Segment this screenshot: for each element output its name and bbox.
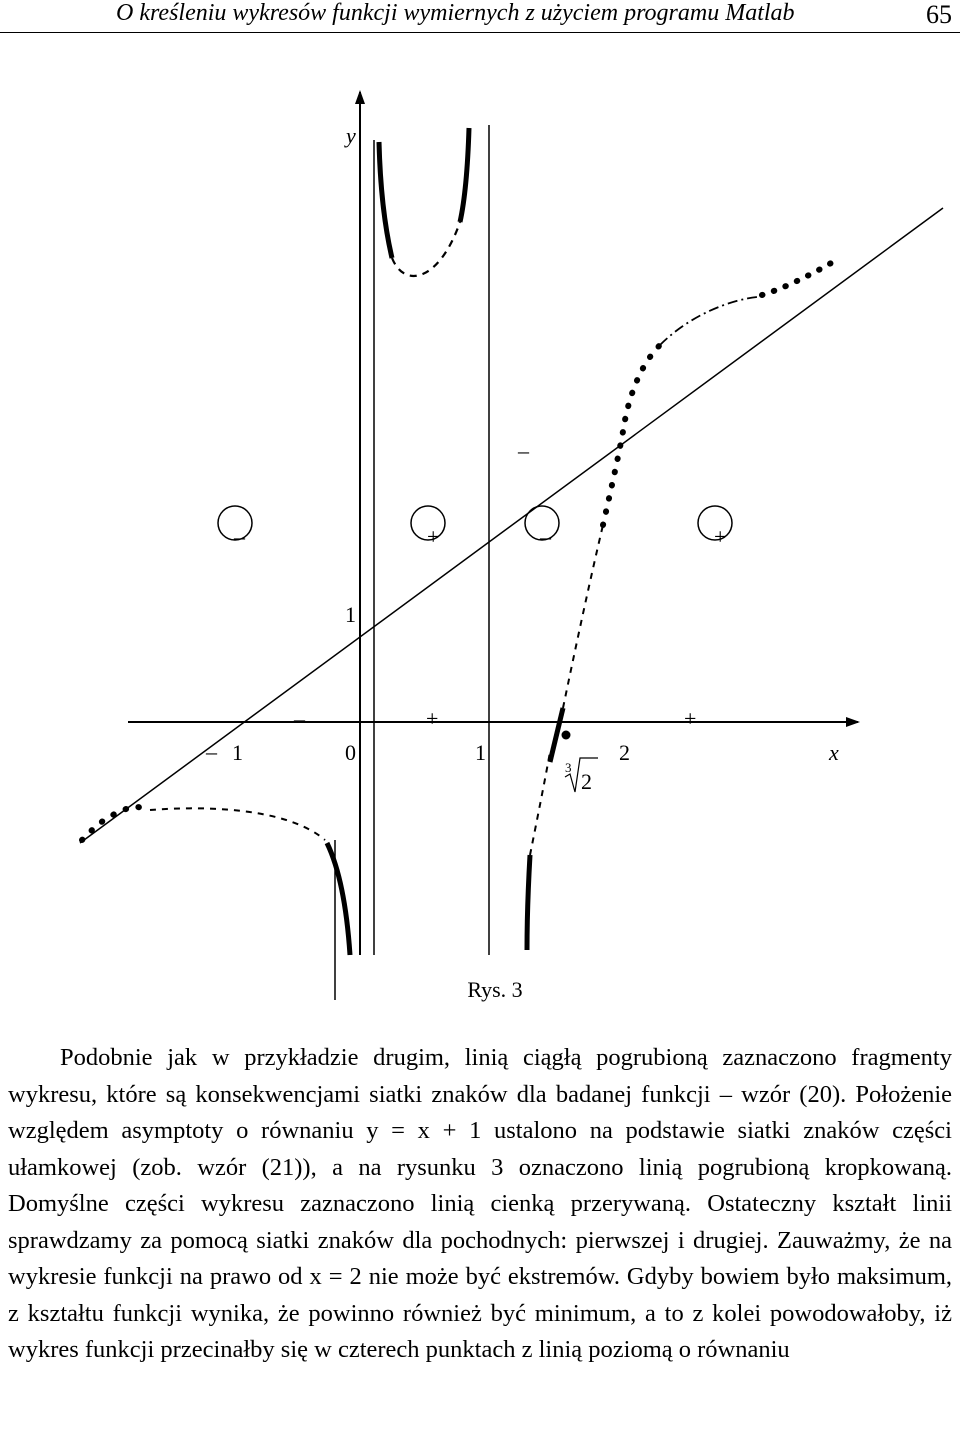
branch-left-bold xyxy=(324,841,353,956)
root-point xyxy=(561,730,571,740)
paragraph: Podobnie jak w przykładzie drugim, linią… xyxy=(8,1044,952,1363)
running-title: O kreśleniu wykresów funkcji wymiernych … xyxy=(116,0,795,26)
branch-right-bold-root xyxy=(547,707,566,763)
sign-row2-2: + xyxy=(426,706,438,731)
branch-top-dashed xyxy=(390,221,462,277)
sign-row1-4: + xyxy=(714,524,726,549)
cuberoot-index: 3 xyxy=(565,760,572,775)
body-text: Podobnie jak w przykładzie drugim, linią… xyxy=(8,1040,952,1369)
tick-x-0: 0 xyxy=(345,740,356,765)
tick-x-2: 2 xyxy=(619,740,630,765)
sign-row1-1: – xyxy=(233,524,246,549)
branch-right-dotted-mid xyxy=(600,342,663,528)
page-header: O kreśleniu wykresów funkcji wymiernych … xyxy=(0,0,960,33)
sign-row1-3: – xyxy=(539,524,552,549)
branch-left-dashed xyxy=(149,807,326,841)
branch-left-dotted xyxy=(79,802,153,843)
sign-circle-3 xyxy=(524,505,560,541)
branch-top-left-bold xyxy=(376,141,395,259)
sign-row1-2: + xyxy=(427,524,439,549)
function-graph: – – + – + – + + y x 1 – 1 0 1 2 3 2 xyxy=(79,90,944,1000)
branch-right-dashdot xyxy=(659,296,758,346)
sign-row2-1: – xyxy=(293,706,306,731)
sign-top: – xyxy=(517,438,530,463)
sign-circle-1 xyxy=(217,505,253,541)
branch-right-dashed-mid xyxy=(562,524,604,709)
oblique-asymptote xyxy=(79,207,944,844)
page-number: 65 xyxy=(926,0,952,29)
tick-y-1: 1 xyxy=(345,602,356,627)
sign-circle-4 xyxy=(697,505,733,541)
tick-x-minus1: 1 xyxy=(232,740,243,765)
branch-right-bold-low xyxy=(524,854,533,951)
sign-row2-3: + xyxy=(684,706,696,731)
x-axis-label: x xyxy=(828,740,839,765)
figure-caption: Rys. 3 xyxy=(467,977,523,1002)
y-axis-label: y xyxy=(344,123,356,148)
tick-x-1: 1 xyxy=(475,740,486,765)
branch-top-right-bold xyxy=(457,127,472,223)
branch-right-dotted-high xyxy=(759,259,836,298)
tick-minus1-sign: – xyxy=(205,739,218,764)
sign-circle-2 xyxy=(410,505,446,541)
cuberoot-value: 2 xyxy=(581,769,592,794)
branch-right-dashed-low xyxy=(529,751,551,856)
radical-sign-icon xyxy=(564,757,598,793)
